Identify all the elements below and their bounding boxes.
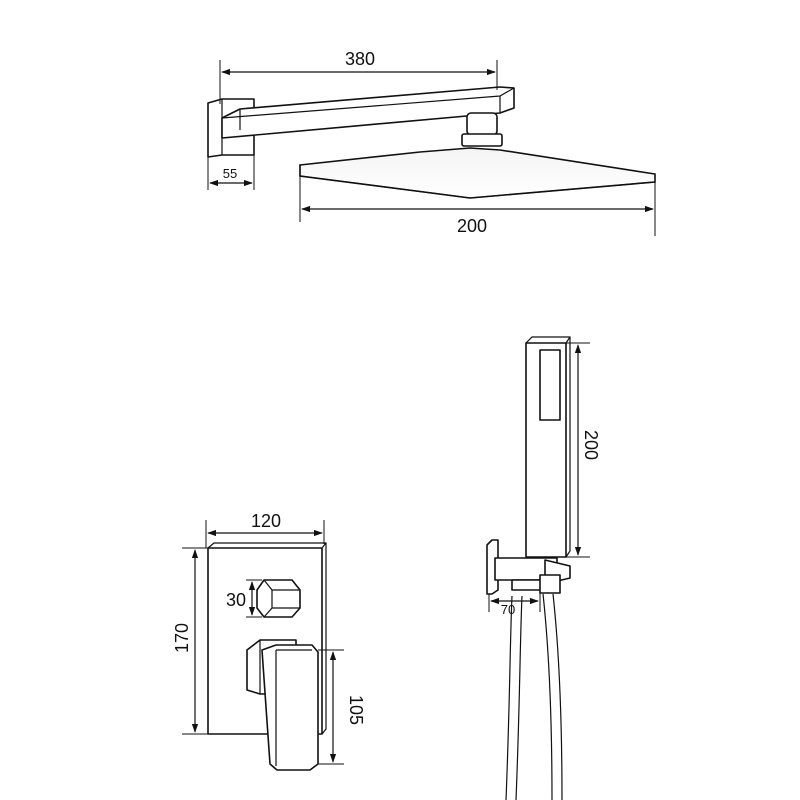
- dimension-shower-head: 200: [299, 170, 656, 236]
- dimension-label-200-hand: 200: [581, 430, 601, 460]
- hand-shower: [525, 336, 571, 558]
- dimension-label-55: 55: [223, 166, 237, 181]
- dimension-label-200-head: 200: [457, 216, 487, 236]
- mixer-valve: 120 170 30 105: [172, 511, 366, 771]
- dimension-hand-shower: 200: [566, 342, 601, 558]
- dimension-label-380: 380: [345, 49, 375, 69]
- overhead-shower: 380 55 200: [207, 49, 656, 236]
- dimension-label-70: 70: [501, 602, 515, 617]
- shower-hose: [505, 593, 563, 800]
- dimension-valve-width: 120: [205, 511, 325, 548]
- dimension-label-30: 30: [226, 590, 246, 610]
- dimension-label-105: 105: [346, 695, 366, 725]
- dimension-label-120: 120: [251, 511, 281, 531]
- hand-shower-set: 200 70: [486, 336, 601, 800]
- swivel-connector: [461, 112, 503, 147]
- dimension-label-170: 170: [172, 623, 192, 653]
- dimension-arm-length: 380: [219, 49, 498, 104]
- dimension-knob: 30: [226, 579, 262, 618]
- hand-shower-holder: [486, 539, 571, 595]
- lever-handle: [246, 639, 319, 771]
- dimension-holder: 70: [488, 593, 541, 617]
- dimension-valve-height: 170: [172, 547, 208, 735]
- rain-shower-head: [299, 147, 656, 199]
- shower-arm: [221, 86, 515, 139]
- diverter-knob: [256, 579, 301, 618]
- dimension-wall-flange: 55: [207, 155, 255, 190]
- dimension-handle: 105: [318, 649, 366, 765]
